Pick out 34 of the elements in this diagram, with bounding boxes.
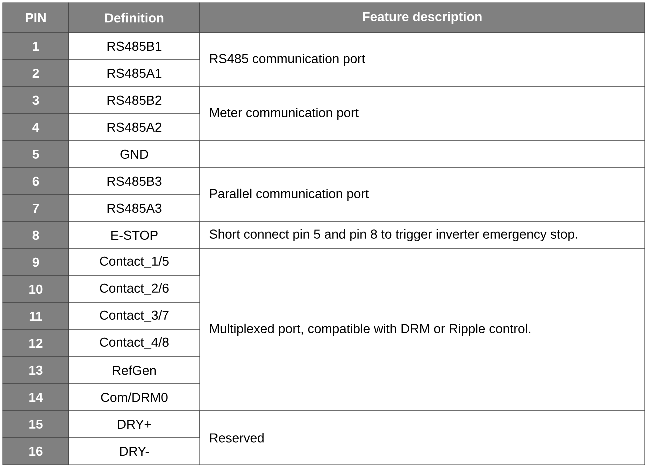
pin-number-cell: 9: [2, 248, 70, 276]
definition-cell: RS485B2: [68, 86, 200, 114]
pin-number-cell: 7: [2, 194, 70, 222]
definition-cell: RS485B1: [68, 32, 200, 60]
column-header: PIN: [2, 2, 70, 34]
pin-number-cell: 2: [2, 60, 70, 88]
definition-cell: RS485B3: [68, 168, 200, 196]
definition-cell: RefGen: [68, 356, 200, 384]
pin-number-cell: 5: [2, 140, 70, 168]
definition-cell: RS485A1: [68, 60, 200, 88]
definition-cell: RS485A2: [68, 114, 200, 142]
definition-cell: E-STOP: [68, 222, 200, 250]
definition-cell: GND: [68, 140, 200, 168]
definition-cell: RS485A3: [68, 194, 200, 222]
pin-number-cell: 14: [2, 384, 70, 412]
definition-cell: Contact_1/5: [68, 248, 200, 276]
pin-number-cell: 10: [2, 276, 70, 304]
pin-number-cell: 6: [2, 168, 70, 196]
definition-cell: Contact_4/8: [68, 330, 200, 358]
pin-number-cell: 1: [2, 32, 70, 60]
definition-cell: DRY-: [68, 438, 200, 466]
pin-number-cell: 4: [2, 114, 70, 142]
pin-number-cell: 13: [2, 356, 70, 384]
column-header: Definition: [68, 2, 200, 34]
definition-cell: Contact_2/6: [68, 276, 200, 304]
definition-cell: DRY+: [68, 410, 200, 438]
pin-number-cell: 8: [2, 222, 70, 250]
definition-cell: Contact_3/7: [68, 302, 200, 330]
definition-cell: Com/DRM0: [68, 384, 200, 412]
pin-number-cell: 3: [2, 86, 70, 114]
pin-number-cell: 15: [2, 410, 70, 438]
pin-number-cell: 11: [2, 302, 70, 330]
pin-number-cell: 12: [2, 330, 70, 358]
pin-number-cell: 16: [2, 438, 70, 466]
